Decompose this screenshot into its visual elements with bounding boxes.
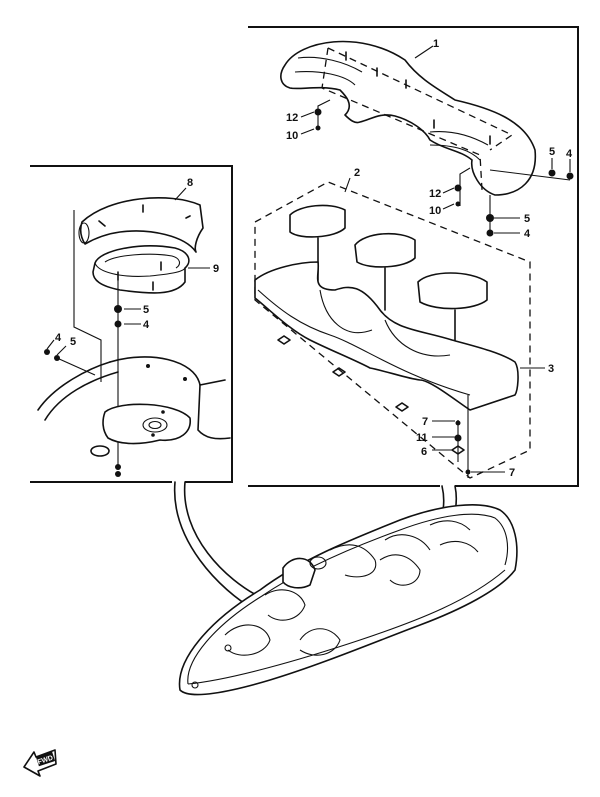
callout-labels: 1 2 3 4 5 5 4 12 10 12 10 7 11 6 7 8 9 <box>46 38 573 479</box>
washer-part-5-r <box>548 169 556 177</box>
callout-7-bottom: 7 <box>509 467 515 479</box>
callout-4-mid: 4 <box>524 228 531 240</box>
callout-12-top: 12 <box>286 112 298 124</box>
callout-4-right: 4 <box>566 148 573 160</box>
grommet-part-12-b <box>454 184 462 192</box>
seat-frame-outline-part-2 <box>254 181 531 479</box>
left-panel-frame <box>30 165 233 483</box>
callout-8: 8 <box>187 177 193 189</box>
grommet-part-11 <box>454 434 462 442</box>
callout-5-far-left: 5 <box>70 336 76 348</box>
right-panel-frame <box>248 26 579 487</box>
left-detail-panel <box>30 165 233 483</box>
bench-base-part-3 <box>254 261 519 411</box>
callout-5-right: 5 <box>549 146 555 158</box>
callout-5-left: 5 <box>143 304 149 316</box>
callout-9: 9 <box>213 263 219 275</box>
fwd-label: FWD <box>37 755 54 767</box>
screw-part-10 <box>315 125 321 131</box>
callout-10-top: 10 <box>286 130 298 142</box>
callout-1: 1 <box>433 38 439 50</box>
left-leader <box>173 481 263 611</box>
nut-part-4-left <box>44 349 50 355</box>
nut-part-4 <box>114 320 122 328</box>
callout-6: 6 <box>421 446 427 458</box>
callout-5-mid: 5 <box>524 213 530 225</box>
screw-part-7 <box>455 420 461 426</box>
nut-bottom <box>115 464 121 470</box>
grommet-part-12 <box>314 108 322 116</box>
callout-10-mid: 10 <box>429 205 441 217</box>
nut-part-4-r <box>566 172 574 180</box>
screw-part-7-b <box>465 469 471 475</box>
clip-part-6 <box>451 445 465 455</box>
nut-part-4-b <box>486 229 494 237</box>
seat-cushion-part-9 <box>92 245 190 294</box>
washer-part-5-b <box>486 214 494 222</box>
washer-bottom <box>115 471 121 477</box>
seat-pedestal-base <box>37 356 231 457</box>
callout-7-top: 7 <box>422 416 428 428</box>
clip-parts-6 <box>277 335 409 412</box>
boat-hull <box>178 504 518 696</box>
bench-backrest-part-1 <box>280 40 537 196</box>
callout-3: 3 <box>548 363 554 375</box>
forward-direction-badge: FWD <box>23 749 57 777</box>
callout-2: 2 <box>354 167 360 179</box>
right-detail-panel <box>248 26 579 487</box>
washer-part-5 <box>114 305 122 313</box>
screw-part-10-b <box>455 201 461 207</box>
callout-12-mid: 12 <box>429 188 441 200</box>
seat-backrest-part-8 <box>78 197 204 253</box>
callout-11: 11 <box>416 432 428 444</box>
callout-4-left: 4 <box>143 319 150 331</box>
callout-4-far-left: 4 <box>55 332 62 344</box>
